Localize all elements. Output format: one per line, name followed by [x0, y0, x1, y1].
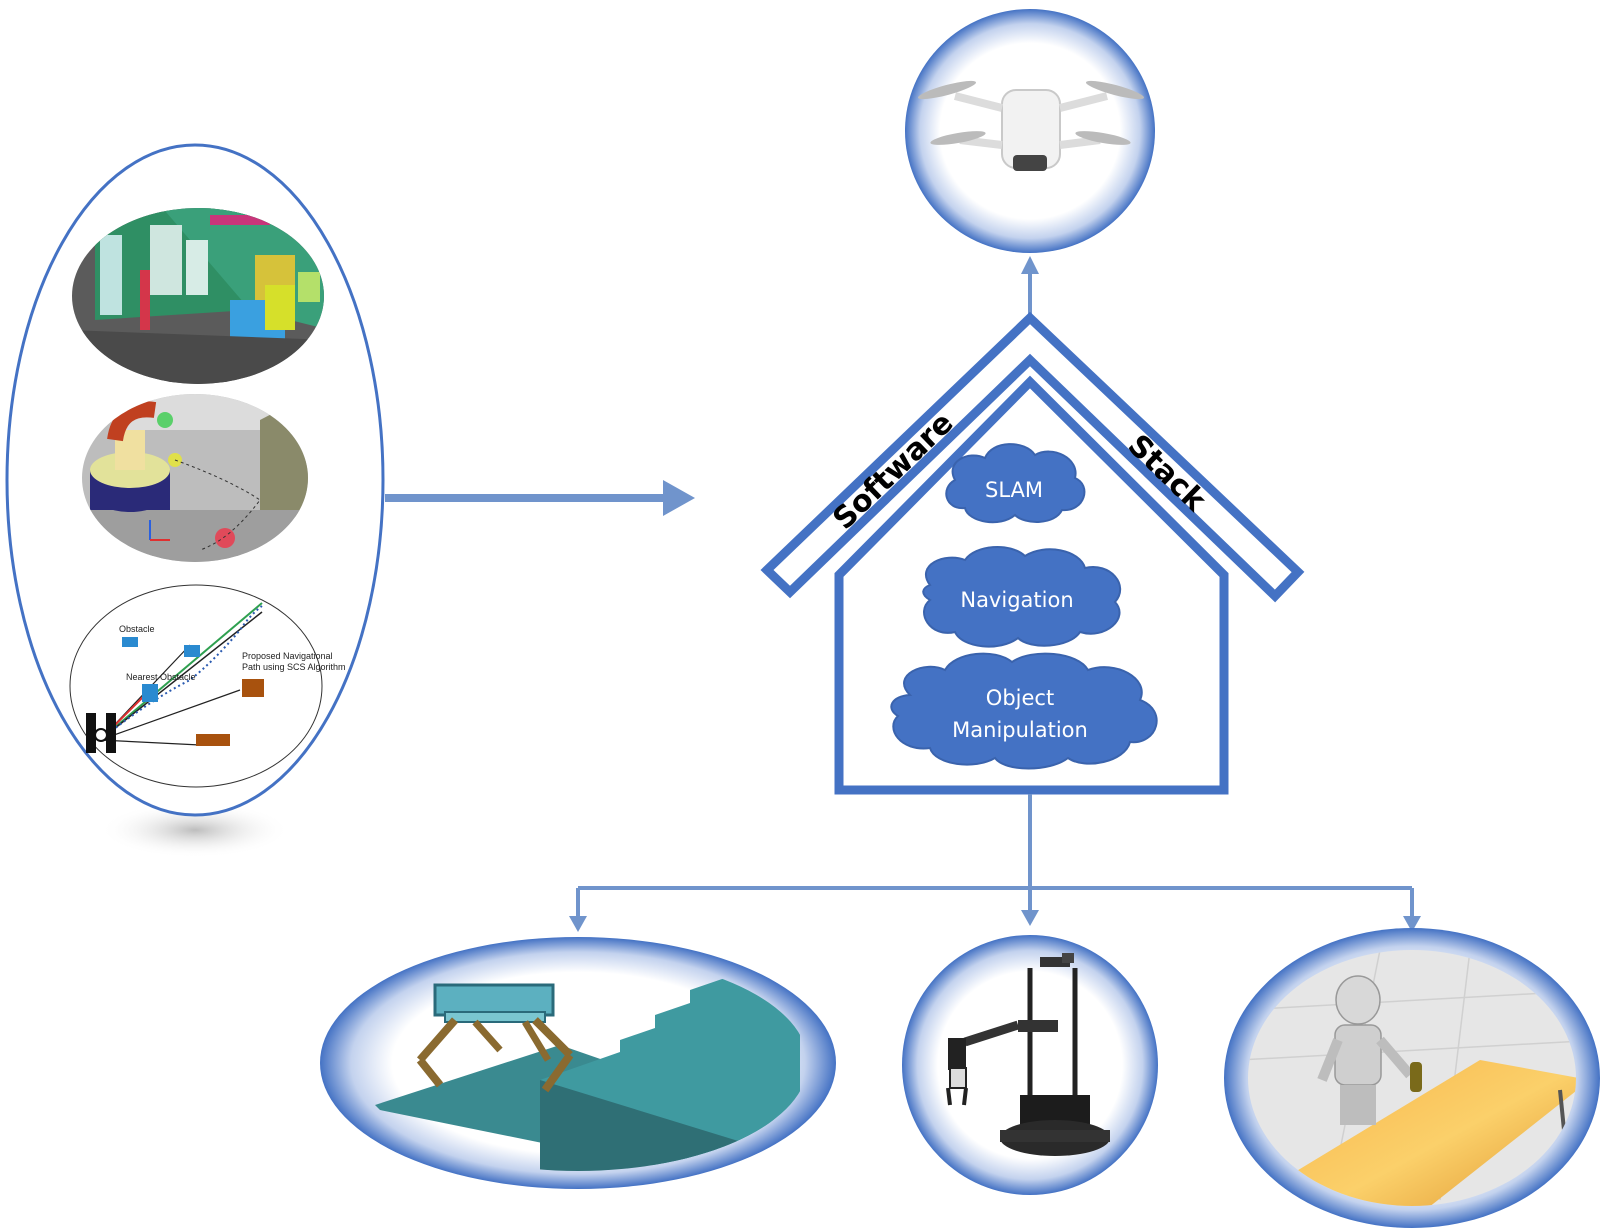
- quadruped-robot-icon: [416, 983, 574, 1093]
- cloud-manipulation-label-line2: Manipulation: [952, 718, 1088, 742]
- arrow-to-software-stack: [385, 480, 695, 516]
- robot-wheel-icon: [86, 713, 116, 753]
- navigation-path-plot-image: Obstacle Nearest Obstacle Proposed Navig…: [69, 584, 346, 788]
- plot-label-proposed-line2: Path using SCS Algorithm: [242, 662, 346, 672]
- humanoid-robot-icon: [1317, 975, 1422, 1125]
- semantic-map-image: [72, 208, 324, 384]
- arrow-to-drone: [1021, 256, 1039, 318]
- drone-image: [905, 9, 1155, 253]
- house-body: [834, 375, 1229, 795]
- quadruped-stairs-image: [320, 937, 836, 1189]
- cloud-manipulation-label-line1: Object: [986, 686, 1054, 710]
- plot-label-obstacle: Obstacle: [119, 624, 155, 634]
- house-roof: [760, 311, 1305, 603]
- left-panel-shadow: [100, 802, 290, 858]
- cloud-object-manipulation: Object Manipulation: [890, 652, 1158, 770]
- drone-body-icon: [917, 80, 1145, 171]
- cloud-slam: SLAM: [945, 443, 1086, 524]
- cloud-navigation-label: Navigation: [960, 588, 1073, 612]
- plot-label-nearest-obstacle: Nearest Obstacle: [126, 672, 196, 682]
- cloud-navigation: Navigation: [922, 545, 1122, 648]
- humanoid-table-image: [1224, 928, 1600, 1228]
- cloud-slam-label: SLAM: [985, 478, 1043, 502]
- mobile-manipulator-robot-icon: [946, 953, 1110, 1156]
- mobile-manipulator-image: [902, 935, 1158, 1195]
- plot-label-proposed-line1: Proposed Navigational: [242, 651, 333, 661]
- arrows-to-robots: [569, 794, 1421, 932]
